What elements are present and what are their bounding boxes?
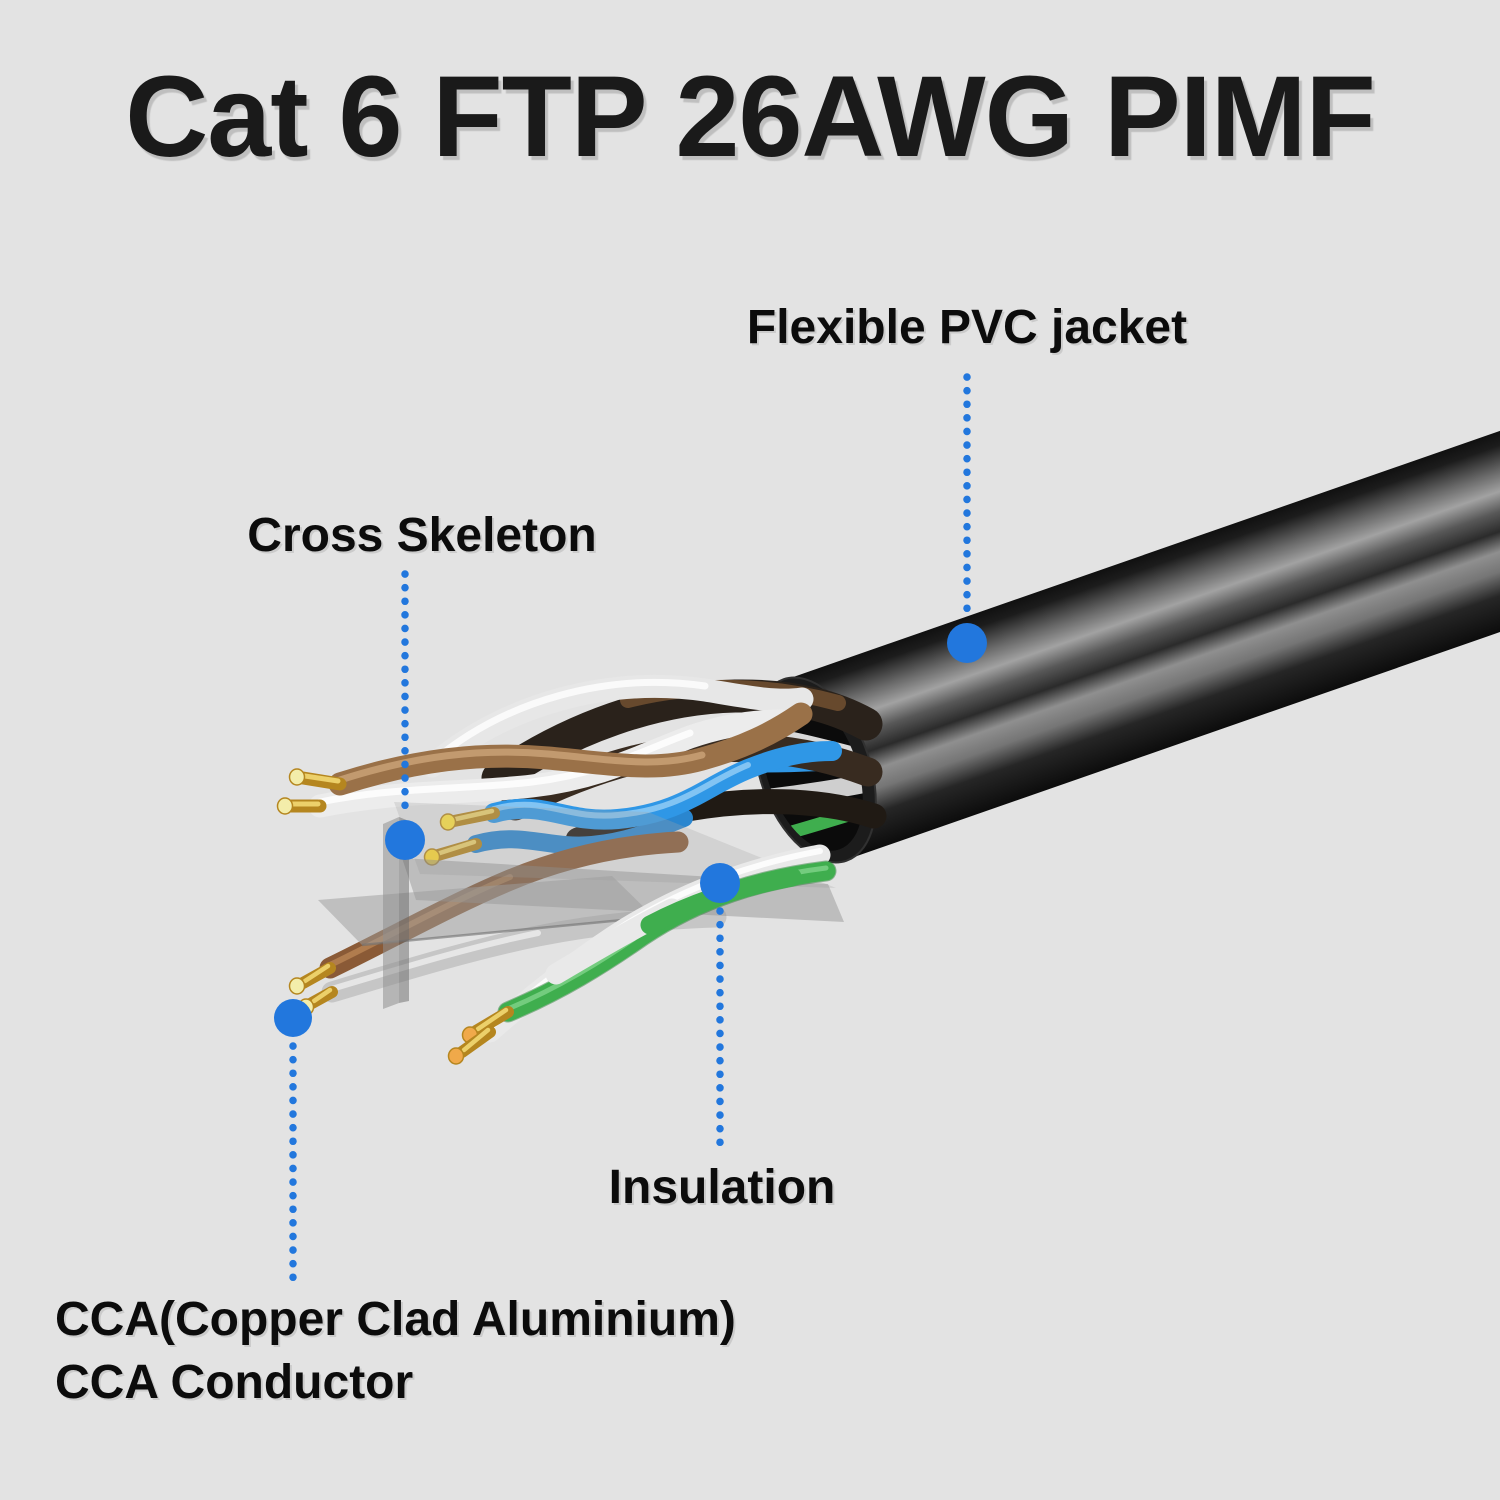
wire-white-arc: [420, 674, 814, 778]
conductor-tip-blue-2: [423, 838, 482, 866]
conductor-tip-white-green-pair: [447, 1026, 496, 1065]
conductor-tip-brown-lower: [288, 962, 336, 995]
wire-pair-green-white: [447, 844, 837, 1065]
wire-pair-brown-white: [276, 702, 813, 818]
label-cross-skeleton: Cross Skeleton: [247, 509, 597, 562]
callout-dot-cca: [274, 999, 312, 1037]
conductor-tip-brown: [288, 768, 347, 791]
conductor-tip-white: [276, 797, 327, 815]
conductor-tip-blue-1: [439, 807, 500, 831]
callout-dot-cross-skeleton: [385, 820, 425, 860]
callout-dot-insulation: [700, 863, 740, 903]
label-cca-line2: CCA Conductor: [55, 1356, 414, 1409]
callout-dot-pvc-jacket: [947, 623, 987, 663]
page-title: Cat 6 FTP 26AWG PIMF: [125, 53, 1375, 181]
label-insulation: Insulation: [608, 1161, 836, 1214]
label-cca-line1: CCA(Copper Clad Aluminium): [55, 1293, 736, 1346]
label-pvc-jacket: Flexible PVC jacket: [746, 301, 1188, 354]
